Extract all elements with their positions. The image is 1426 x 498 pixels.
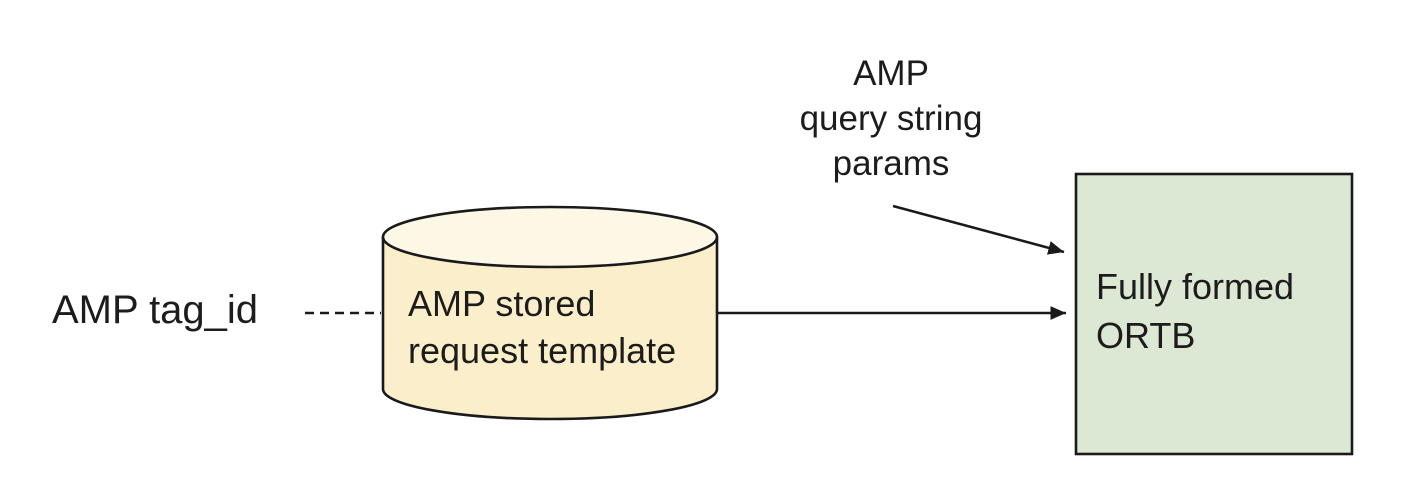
query-params-label: AMP query string params	[766, 51, 1016, 186]
ortb-box-label-line-1: Fully formed	[1096, 266, 1295, 307]
tag-id-label-text: AMP tag_id	[52, 288, 259, 332]
cylinder-label-line-2: request template	[408, 330, 677, 371]
cylinder-body	[381, 237, 719, 421]
query-params-line-3: params	[832, 144, 950, 183]
query-params-line-2: query string	[799, 99, 983, 138]
ortb-box-label: Fully formed ORTB	[1096, 262, 1294, 360]
query-params-line-1: AMP	[853, 54, 929, 93]
ortb-box-label-line-2: ORTB	[1096, 315, 1196, 356]
cylinder-label-line-1: AMP stored	[408, 283, 596, 324]
connector-params-to-box-arrow	[892, 204, 1065, 255]
tag-id-label: AMP tag_id	[52, 288, 258, 332]
cylinder-label: AMP stored request template	[408, 280, 676, 374]
ortb-box-shape	[1074, 172, 1354, 456]
cylinder-shape	[381, 205, 719, 421]
cylinder-top	[381, 205, 719, 269]
